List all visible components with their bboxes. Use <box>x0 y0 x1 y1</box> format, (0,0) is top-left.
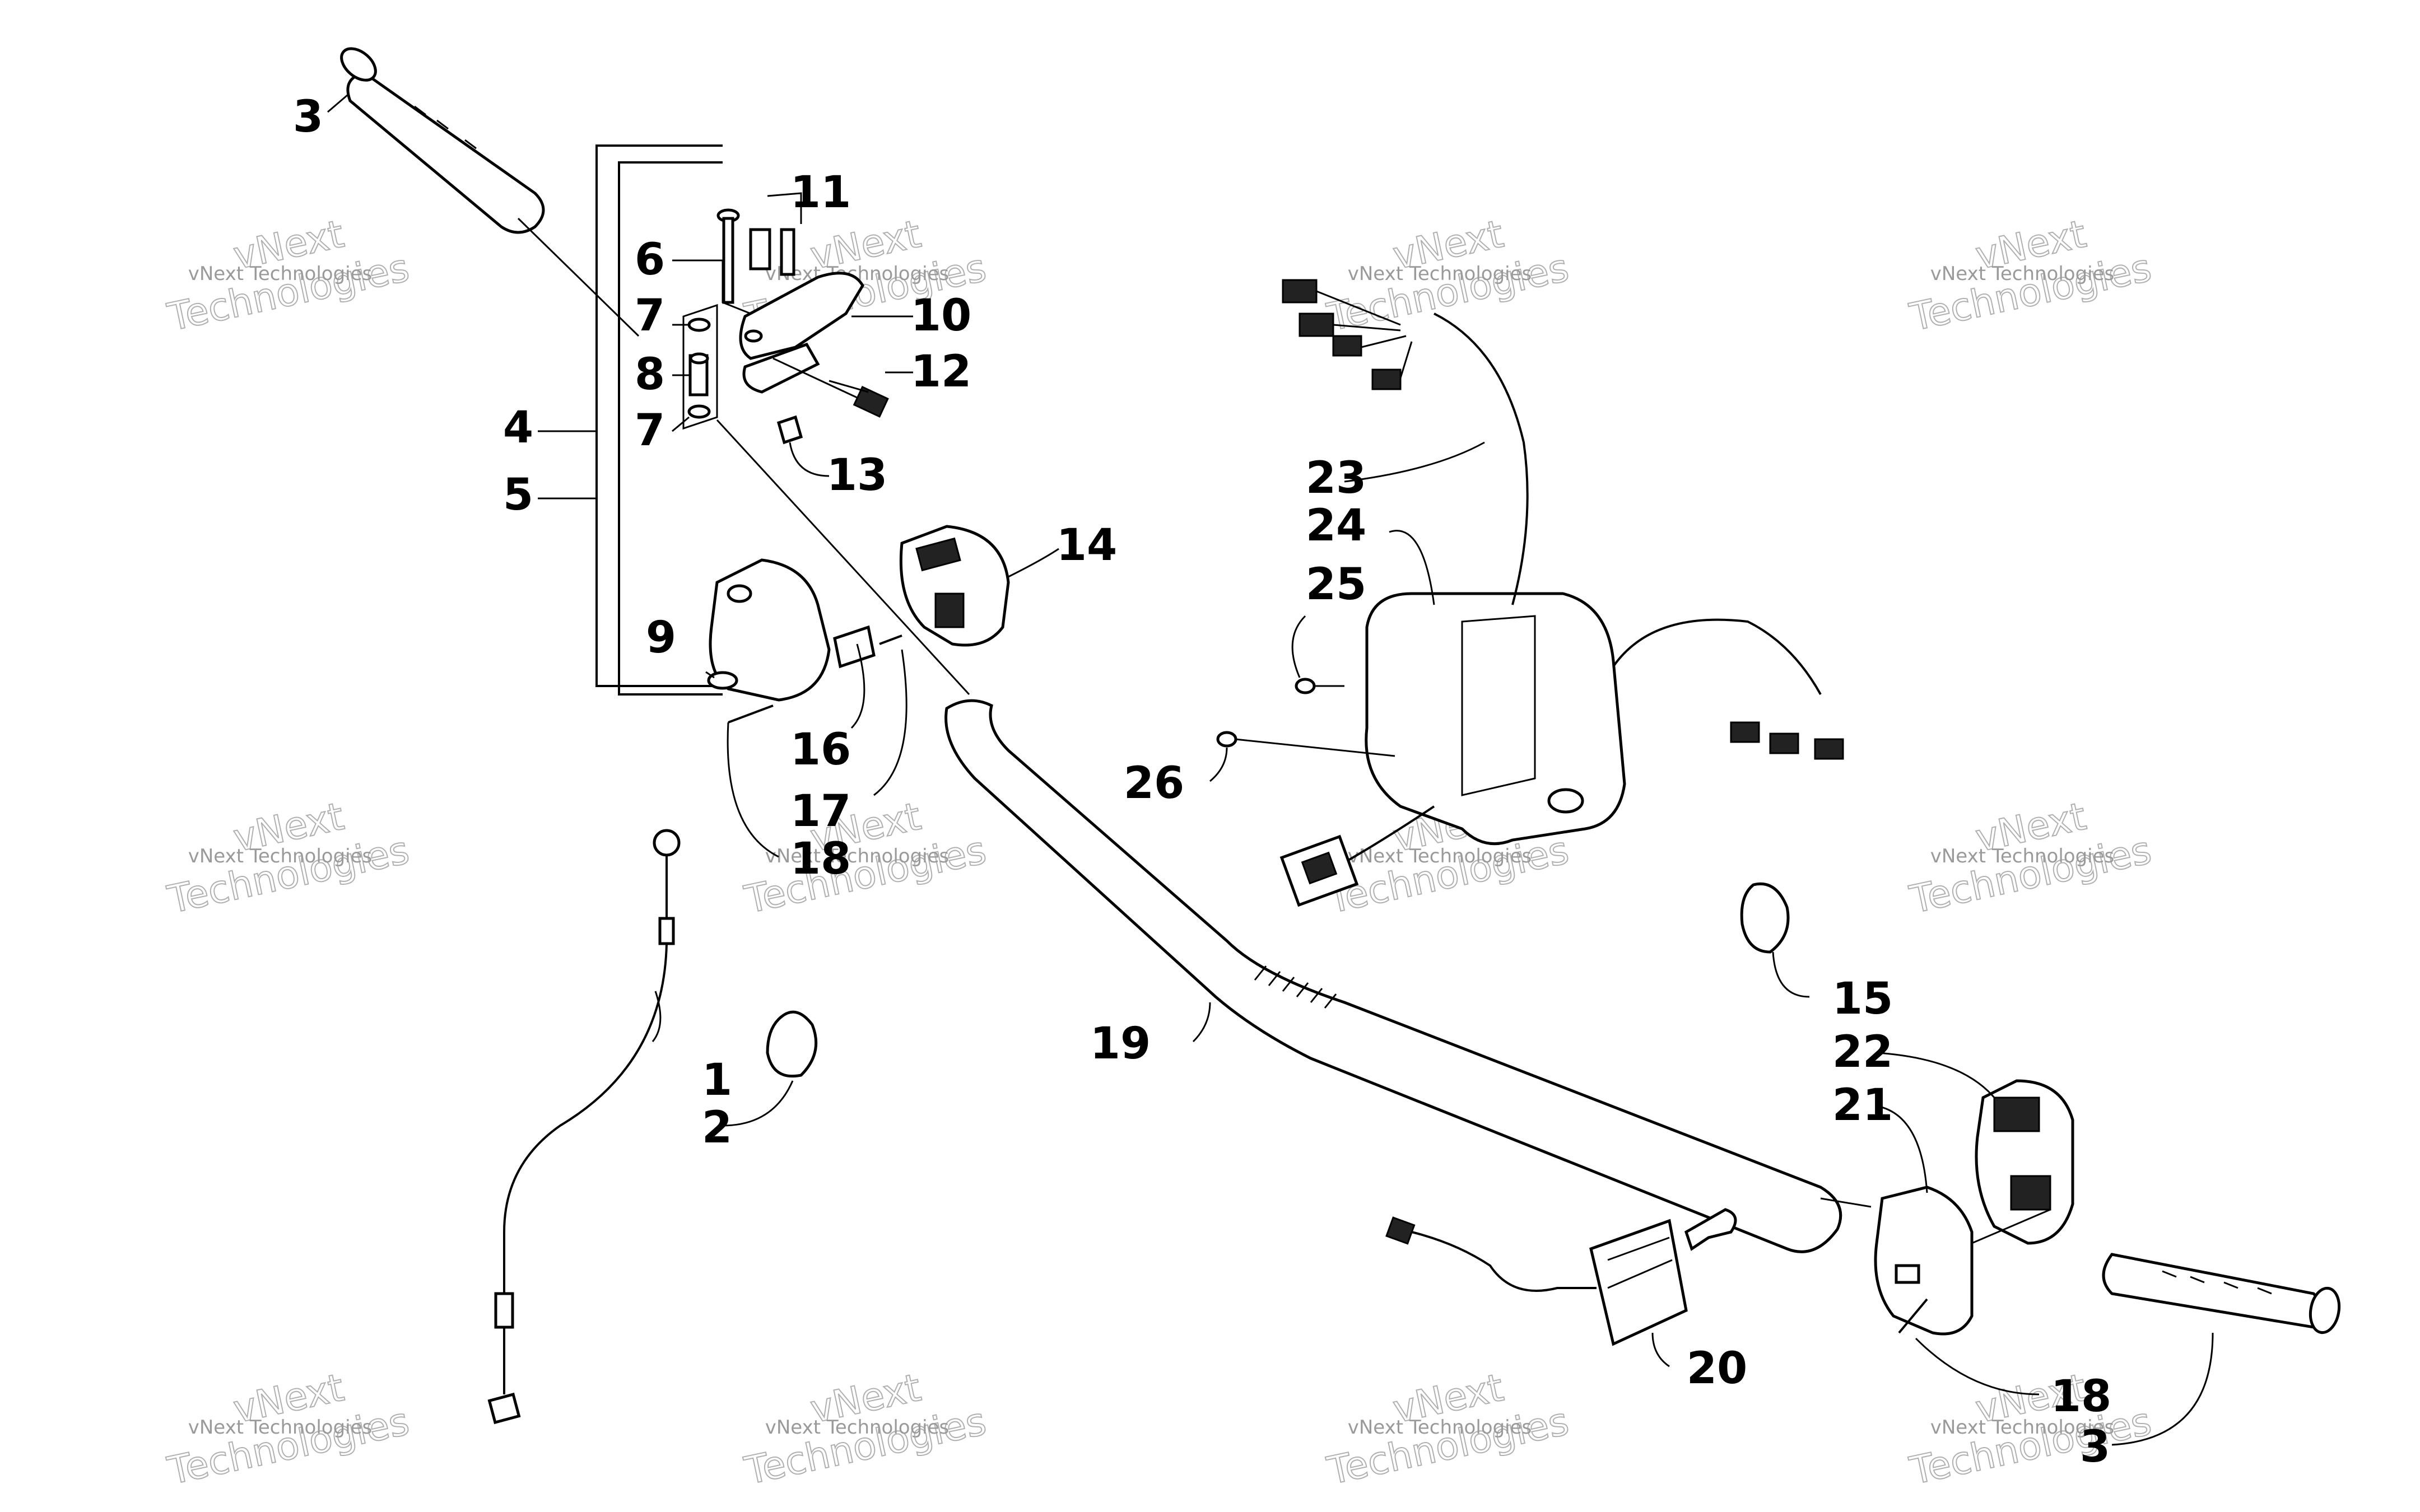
callout-3-top: 3 <box>293 92 323 142</box>
callout-23: 23 <box>1306 453 1367 503</box>
callout-11: 11 <box>790 167 851 218</box>
watermark-small: vNext Technologies <box>765 1416 950 1439</box>
watermark-small: vNext Technologies <box>1348 263 1532 285</box>
grip-right-part-3 <box>2102 1253 2341 1334</box>
housing-cover-part-21 <box>1874 1186 1974 1336</box>
screws-parts-25-26 <box>1216 678 1344 748</box>
callout-2: 2 <box>702 1103 732 1153</box>
callout-9: 9 <box>646 613 676 663</box>
callout-26: 26 <box>1124 758 1185 809</box>
watermark-small: vNext Technologies <box>1930 1416 2115 1439</box>
callout-13: 13 <box>827 450 888 501</box>
callout-7-lower: 7 <box>635 405 665 456</box>
screws-parts-16-18 <box>728 634 902 724</box>
wedges-part-11 <box>749 228 795 276</box>
wiring-harness-part-23 <box>1279 279 1844 907</box>
watermark-small: vNext Technologies <box>765 845 950 867</box>
callout-10: 10 <box>911 291 972 341</box>
leader-lines <box>327 94 2214 1446</box>
callout-5: 5 <box>503 470 533 520</box>
watermark-small: vNext Technologies <box>1348 845 1532 867</box>
callout-20: 20 <box>1687 1343 1748 1394</box>
clamp-part-2 <box>766 1010 818 1078</box>
washers-spacer-parts-7-8 <box>682 304 718 430</box>
callout-16: 16 <box>790 725 851 775</box>
callout-1: 1 <box>702 1055 732 1105</box>
callout-21: 21 <box>1832 1080 1893 1131</box>
screw-part-18-right <box>1898 1298 1928 1334</box>
bracket-lines <box>595 144 723 696</box>
watermark-small: vNext Technologies <box>1930 845 2115 867</box>
heater-element-part-20 <box>1385 1208 1737 1346</box>
center-housing-part-24 <box>1365 592 1626 846</box>
callout-12: 12 <box>911 347 972 397</box>
callout-7-upper: 7 <box>635 291 665 341</box>
callout-labels: 3 11 6 10 7 8 12 4 7 13 5 14 9 16 17 18 … <box>293 92 2111 1472</box>
housing-part-9 <box>707 558 876 702</box>
lever-part-10 <box>739 272 864 394</box>
callout-17: 17 <box>790 786 851 837</box>
switch-housing-part-14 <box>899 525 1010 647</box>
block-part-13 <box>776 415 803 445</box>
watermark-small: vNext Technologies <box>1348 1416 1532 1439</box>
callout-25: 25 <box>1306 559 1367 610</box>
switch-housing-part-22 <box>1975 1079 2074 1245</box>
callout-6: 6 <box>635 235 665 285</box>
watermark-small: vNext Technologies <box>188 845 373 867</box>
callout-8: 8 <box>635 349 665 400</box>
callout-3-bottom: 3 <box>2080 1422 2110 1472</box>
callout-15: 15 <box>1832 974 1893 1024</box>
callout-18-right: 18 <box>2051 1371 2112 1422</box>
callout-19: 19 <box>1090 1019 1151 1069</box>
clamp-part-15 <box>1740 882 1790 954</box>
grip-left-part-3 <box>340 47 545 234</box>
callout-4: 4 <box>503 403 533 453</box>
watermark-small: vNext Technologies <box>188 263 373 285</box>
pin-part-6 <box>716 208 740 304</box>
handlebar-part-19 <box>944 699 1842 1253</box>
switch-part-12 <box>772 357 889 418</box>
cable-part-1 <box>487 829 681 1425</box>
callout-14: 14 <box>1057 520 1118 571</box>
callout-22: 22 <box>1832 1027 1893 1077</box>
watermark-small: vNext Technologies <box>1930 263 2115 285</box>
watermark-small: vNext Technologies <box>188 1416 373 1439</box>
callout-18-left: 18 <box>790 834 851 884</box>
callout-24: 24 <box>1306 501 1367 551</box>
